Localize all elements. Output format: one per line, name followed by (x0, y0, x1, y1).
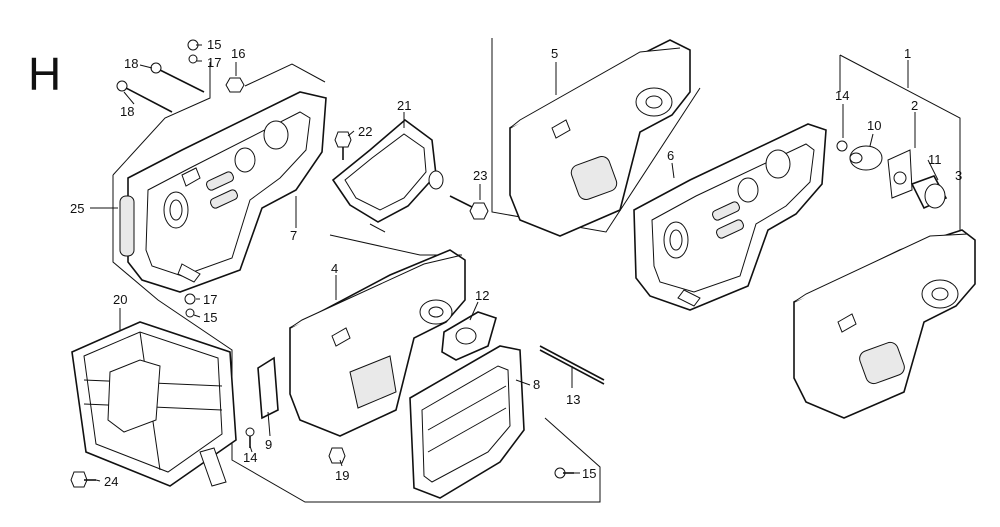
muffler-5 (509, 39, 691, 237)
screw-15-lower (554, 467, 574, 479)
callout-17-mid: 17 (203, 292, 217, 307)
callout-20: 20 (113, 292, 127, 307)
callout-labels: 15 17 16 18 18 25 7 21 22 23 5 6 1 2 3 1… (70, 37, 962, 489)
callout-17-top: 17 (207, 55, 221, 70)
callout-13: 13 (566, 392, 580, 407)
callout-2: 2 (911, 98, 918, 113)
callout-7: 7 (290, 228, 297, 243)
bolt-19 (328, 447, 346, 464)
callout-12: 12 (475, 288, 489, 303)
washer-17-mid (184, 293, 196, 305)
wire-guard-20 (71, 321, 237, 487)
callout-16: 16 (231, 46, 245, 61)
callout-9: 9 (265, 437, 272, 452)
muffler-4 (289, 249, 466, 437)
bolt-18-lower (116, 80, 173, 113)
callout-22: 22 (358, 124, 372, 139)
callout-18-lower: 18 (120, 104, 134, 119)
callout-21: 21 (397, 98, 411, 113)
screw-14-lower (245, 427, 255, 448)
callout-10: 10 (867, 118, 881, 133)
callout-1: 1 (904, 46, 911, 61)
callout-24: 24 (104, 474, 118, 489)
muffler-protector-25 (119, 91, 327, 293)
callout-19: 19 (335, 468, 349, 483)
bolt-15-upper (187, 39, 199, 64)
bolt-18-upper (150, 62, 205, 93)
screw-14-right (836, 140, 848, 152)
callout-15-top: 15 (207, 37, 221, 52)
callout-11: 11 (928, 152, 942, 167)
bracket-21 (331, 118, 444, 233)
callout-8: 8 (533, 377, 540, 392)
callout-15-mid: 15 (203, 310, 217, 325)
screen-2 (910, 175, 948, 210)
gasket-11 (887, 149, 913, 199)
leader-lines (90, 44, 939, 482)
callout-3: 3 (955, 168, 962, 183)
callout-14-right: 14 (835, 88, 849, 103)
gasket-12 (441, 311, 497, 361)
bolt-23 (449, 195, 489, 220)
muffler-protector-6 (633, 123, 827, 311)
callout-15-lower: 15 (582, 466, 596, 481)
bolt-22 (334, 131, 352, 160)
screw-15-mid (185, 308, 195, 318)
callout-5: 5 (551, 46, 558, 61)
muffler-protector-8 (409, 345, 525, 499)
spark-arrester-10 (849, 145, 883, 171)
callout-6: 6 (667, 148, 674, 163)
callout-4: 4 (331, 261, 338, 276)
callout-18-upper: 18 (124, 56, 138, 71)
bolt-24 (70, 471, 96, 488)
section-letter: H (28, 48, 61, 100)
callout-14-lower: 14 (243, 450, 257, 465)
gasket-9 (257, 356, 279, 420)
callout-25: 25 (70, 201, 84, 216)
callout-23: 23 (473, 168, 487, 183)
nut-16 (225, 77, 245, 93)
muffler-3 (793, 229, 976, 419)
